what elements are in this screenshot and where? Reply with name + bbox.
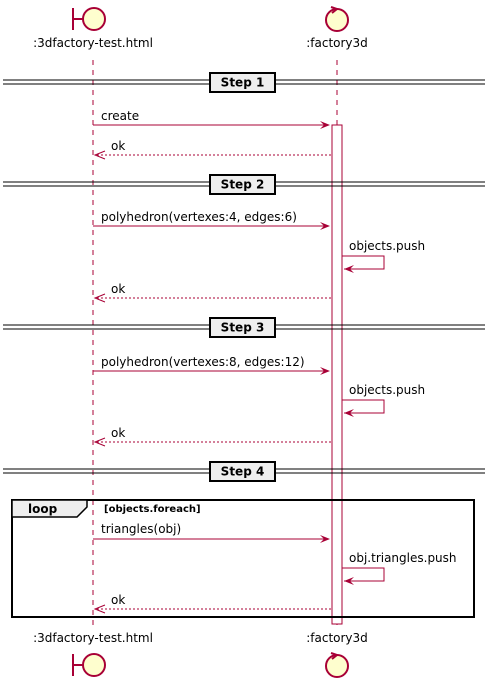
- message-label: objects.push: [349, 383, 425, 397]
- step-label: Step 4: [221, 465, 265, 479]
- activation-bar: [331, 124, 343, 625]
- step-divider: Step 2: [3, 174, 485, 195]
- control-icon: [325, 652, 349, 678]
- message-label: polyhedron(vertexes:8, edges:12): [101, 355, 305, 369]
- message-self-objects-push: objects.push: [342, 383, 425, 417]
- step-divider: Step 1: [3, 72, 485, 93]
- message-polyhedron: polyhedron(vertexes:8, edges:12): [93, 355, 330, 375]
- step-label: Step 2: [221, 178, 265, 192]
- step-divider: Step 3: [3, 317, 485, 338]
- message-label: ok: [111, 139, 125, 153]
- step-divider: Step 4: [3, 461, 485, 482]
- message-label: ok: [111, 593, 125, 607]
- message-ok-return: ok: [93, 593, 332, 614]
- loop-keyword: loop: [28, 502, 58, 516]
- participant-top-factory3d: :factory3d: [306, 36, 368, 50]
- message-label: objects.push: [349, 239, 425, 253]
- control-icon: [325, 6, 349, 32]
- message-label: create: [101, 109, 139, 123]
- message-ok-return: ok: [93, 426, 332, 447]
- message-self-objects-push: objects.push: [342, 239, 425, 273]
- message-self-obj-triangles-push: obj.triangles.push: [342, 551, 457, 585]
- message-ok-return: ok: [93, 139, 332, 160]
- participant-top-3dfactory-test: :3dfactory-test.html: [33, 36, 153, 50]
- participant-bottom-factory3d: :factory3d: [306, 631, 368, 645]
- message-label: ok: [111, 426, 125, 440]
- message-label: obj.triangles.push: [349, 551, 457, 565]
- boundary-icon: [72, 7, 106, 31]
- message-label: polyhedron(vertexes:4, edges:6): [101, 210, 297, 224]
- message-create: create: [93, 109, 330, 129]
- message-label: triangles(obj): [101, 522, 181, 536]
- message-label: ok: [111, 282, 125, 296]
- message-polyhedron: polyhedron(vertexes:4, edges:6): [93, 210, 330, 230]
- loop-condition: [objects.foreach]: [104, 504, 201, 515]
- message-ok-return: ok: [93, 282, 332, 303]
- boundary-icon: [72, 653, 106, 677]
- participant-bottom-3dfactory-test: :3dfactory-test.html: [33, 631, 153, 645]
- step-label: Step 3: [221, 321, 265, 335]
- step-label: Step 1: [221, 76, 265, 90]
- message-triangles: triangles(obj): [93, 522, 330, 543]
- loop-frame: loop [objects.foreach]: [11, 499, 475, 618]
